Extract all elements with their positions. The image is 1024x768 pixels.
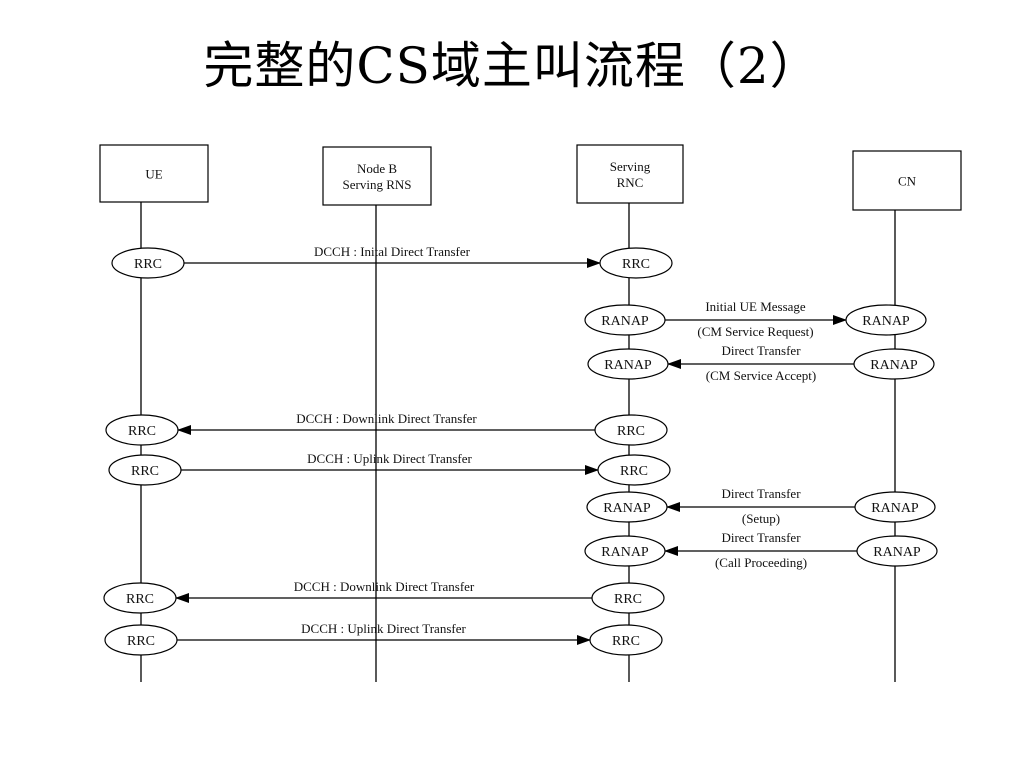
message-source-node <box>594 414 668 446</box>
entity-label-ue: UE <box>145 167 162 182</box>
message-label: Direct Transfer <box>721 486 801 501</box>
message-source-node-label: RRC <box>617 424 645 439</box>
message-target-node <box>587 348 669 380</box>
message-source-node <box>108 454 182 486</box>
message-source-node-label: RANAP <box>870 358 918 373</box>
message-target-node <box>105 414 179 446</box>
message-sublabel: (CM Service Request) <box>697 324 813 339</box>
entity-box-cn <box>852 150 962 211</box>
message-target-node-label: RRC <box>126 592 154 607</box>
entity-box-srnc <box>576 144 684 204</box>
message-target-node-label: RRC <box>612 634 640 649</box>
entity-label-srnc: Serving <box>610 159 651 174</box>
message-source-node-label: RANAP <box>871 501 919 516</box>
message-source-node-label: RRC <box>127 634 155 649</box>
message-target-node-label: RANAP <box>603 501 651 516</box>
message-source-node <box>584 304 666 336</box>
message-sublabel: (Call Proceeding) <box>715 555 807 570</box>
entity-label-srnc: RNC <box>617 175 644 190</box>
message-label: DCCH : Uplink Direct Transfer <box>307 451 472 466</box>
message-target-node <box>586 491 668 523</box>
message-target-node <box>589 624 663 656</box>
message-source-node <box>854 491 936 523</box>
message-source-node-label: RANAP <box>601 314 649 329</box>
message-target-node <box>597 454 671 486</box>
message-source-node-label: RANAP <box>873 545 921 560</box>
entity-label-nodeb: Node B <box>357 161 397 176</box>
entity-label-nodeb: Serving RNS <box>343 177 412 192</box>
message-source-node <box>856 535 938 567</box>
message-target-node-label: RANAP <box>601 545 649 560</box>
message-sublabel: (CM Service Accept) <box>706 368 816 383</box>
message-target-node-label: RANAP <box>862 314 910 329</box>
message-label: Direct Transfer <box>721 530 801 545</box>
message-target-node <box>103 582 177 614</box>
message-label: DCCH : Uplink Direct Transfer <box>301 621 466 636</box>
message-source-node <box>591 582 665 614</box>
message-target-node <box>599 247 673 279</box>
message-label: Direct Transfer <box>721 343 801 358</box>
message-source-node <box>853 348 935 380</box>
message-source-node-label: RRC <box>131 464 159 479</box>
message-source-node-label: RRC <box>614 592 642 607</box>
message-target-node-label: RANAP <box>604 358 652 373</box>
message-label: DCCH : Downlink Direct Transfer <box>296 411 477 426</box>
message-target-node-label: RRC <box>128 424 156 439</box>
message-sublabel: (Setup) <box>742 511 780 526</box>
message-source-node <box>111 247 185 279</box>
message-target-node-label: RRC <box>620 464 648 479</box>
message-label: DCCH : Downlink Direct Transfer <box>294 579 475 594</box>
message-target-node-label: RRC <box>622 257 650 272</box>
message-target-node <box>845 304 927 336</box>
message-label: Initial UE Message <box>705 299 806 314</box>
entity-label-cn: CN <box>898 174 917 189</box>
entity-box-ue <box>99 144 209 203</box>
entity-box-nodeb <box>322 146 432 206</box>
message-source-node <box>104 624 178 656</box>
page-title: 完整的CS域主叫流程（2） <box>203 37 821 95</box>
message-label: DCCH : Inital Direct Transfer <box>314 244 471 259</box>
message-source-node-label: RRC <box>134 257 162 272</box>
message-target-node <box>584 535 666 567</box>
